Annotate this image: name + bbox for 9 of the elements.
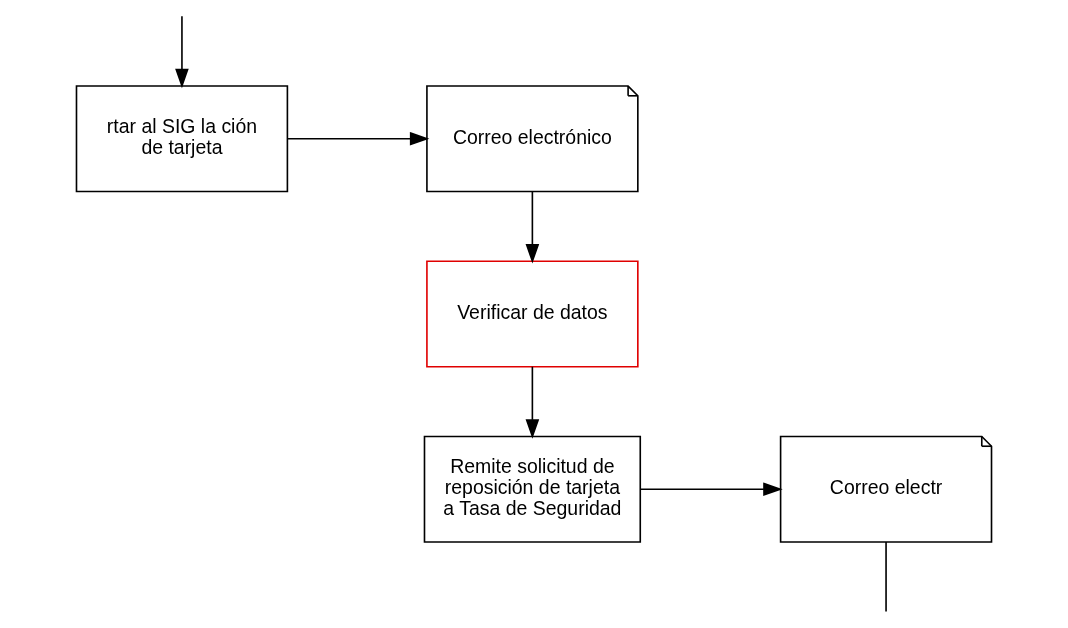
connector [885, 541, 887, 613]
arrow [525, 365, 540, 439]
arrow [525, 190, 540, 264]
arrow [287, 131, 430, 146]
arrow [175, 15, 189, 89]
node-box: Remite solicitud de reposición de tarjeta a Tasa de Seguridad [423, 435, 642, 543]
node-box: Verificar de datos [426, 260, 639, 368]
node-box: rtar al SIG la ción de tarjeta [75, 85, 289, 193]
arrow [640, 482, 783, 497]
